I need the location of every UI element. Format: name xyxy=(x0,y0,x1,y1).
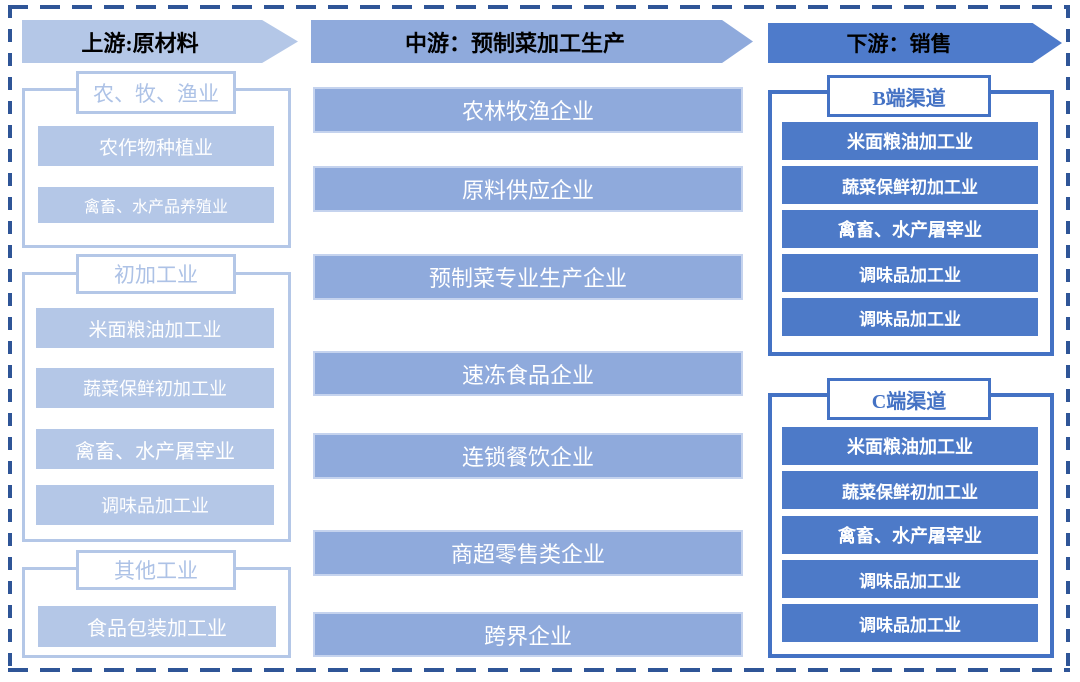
item-crossover-enterprise: 跨界企业 xyxy=(313,612,743,657)
b-channel-item-livestock-aquatic-slaughter: 禽畜、水产屠宰业 xyxy=(782,210,1038,248)
c-channel-item-vegetable-freshness: 蔬菜保鲜初加工业 xyxy=(782,471,1038,509)
b-channel-item-seasoning-processing: 调味品加工业 xyxy=(782,254,1038,292)
c-channel-item-seasoning-processing-2: 调味品加工业 xyxy=(782,604,1038,642)
item-label: 食品包装加工业 xyxy=(87,618,227,640)
item-label: 调味品加工业 xyxy=(859,309,961,329)
upstream-group-farming-label: 农、牧、渔业 xyxy=(76,71,236,114)
downstream-header-label: 下游：销售 xyxy=(846,32,952,56)
midstream-header-arrow: 中游：预制菜加工生产 xyxy=(311,20,753,63)
frame-top-border xyxy=(8,5,1070,9)
item-label: 调味品加工业 xyxy=(101,496,209,516)
item-frozen-food-enterprise: 速冻食品企业 xyxy=(313,351,743,396)
item-label: 商超零售类企业 xyxy=(450,542,605,567)
item-label: 原料供应企业 xyxy=(461,178,594,203)
item-label: 调味品加工业 xyxy=(859,615,961,635)
group-label-text: 其他工业 xyxy=(114,559,198,583)
item-label: 蔬菜保鲜初加工业 xyxy=(83,379,227,399)
item-label: 米面粮油加工业 xyxy=(88,319,222,341)
group-label-text: B端渠道 xyxy=(872,87,946,110)
item-label: 禽畜、水产屠宰业 xyxy=(838,526,982,546)
group-label-text: 农、牧、渔业 xyxy=(93,81,219,106)
upstream-header-arrow: 上游:原材料 xyxy=(22,20,298,63)
item-chain-catering-enterprise: 连锁餐饮企业 xyxy=(313,433,743,479)
upstream-group-other-industry-label: 其他工业 xyxy=(76,550,236,590)
item-label: 连锁餐饮企业 xyxy=(461,445,594,470)
item-label: 蔬菜保鲜初加工业 xyxy=(842,177,978,197)
item-label: 农作物种植业 xyxy=(98,137,213,159)
item-label: 蔬菜保鲜初加工业 xyxy=(842,482,978,502)
group-label-text: C端渠道 xyxy=(871,390,947,413)
item-agri-forestry-husbandry-fishery-enterprise: 农林牧渔企业 xyxy=(313,87,743,133)
item-seasoning-processing: 调味品加工业 xyxy=(36,485,274,525)
item-prepared-dish-specialist-enterprise: 预制菜专业生产企业 xyxy=(313,254,743,300)
item-label: 禽畜、水产屠宰业 xyxy=(75,440,235,463)
frame-right-border xyxy=(1066,5,1070,672)
item-label: 调味品加工业 xyxy=(859,571,961,591)
upstream-header-label: 上游:原材料 xyxy=(81,30,199,56)
midstream-header-label: 中游：预制菜加工生产 xyxy=(404,30,625,56)
downstream-header-arrow: 下游：销售 xyxy=(768,23,1062,63)
b-channel-item-vegetable-freshness: 蔬菜保鲜初加工业 xyxy=(782,166,1038,204)
b-channel-item-seasoning-processing-2: 调味品加工业 xyxy=(782,298,1038,336)
item-vegetable-freshness-processing: 蔬菜保鲜初加工业 xyxy=(36,368,274,408)
item-food-packaging-processing: 食品包装加工业 xyxy=(38,606,276,647)
item-label: 米面粮油加工业 xyxy=(847,132,973,152)
item-label: 跨界企业 xyxy=(483,623,572,649)
downstream-group-c-channel-label: C端渠道 xyxy=(827,378,991,420)
item-label: 禽畜、水产品养殖业 xyxy=(83,199,228,216)
b-channel-item-rice-flour-grain-oil: 米面粮油加工业 xyxy=(782,122,1038,160)
c-channel-item-livestock-aquatic-slaughter: 禽畜、水产屠宰业 xyxy=(782,516,1038,554)
item-crop-planting: 农作物种植业 xyxy=(38,126,274,166)
item-label: 调味品加工业 xyxy=(859,265,961,285)
item-label: 速冻食品企业 xyxy=(461,362,594,388)
group-label-text: 初加工业 xyxy=(114,263,198,287)
c-channel-item-seasoning-processing: 调味品加工业 xyxy=(782,560,1038,598)
item-label: 禽畜、水产屠宰业 xyxy=(838,220,982,240)
item-label: 预制菜专业生产企业 xyxy=(428,266,627,291)
frame-bottom-border xyxy=(8,668,1070,672)
downstream-group-b-channel-label: B端渠道 xyxy=(827,75,991,117)
item-raw-material-supplier-enterprise: 原料供应企业 xyxy=(313,166,743,212)
item-livestock-aquatic-slaughter: 禽畜、水产屠宰业 xyxy=(36,429,274,469)
item-supermarket-retail-enterprise: 商超零售类企业 xyxy=(313,530,743,576)
frame-left-border xyxy=(8,5,12,672)
c-channel-item-rice-flour-grain-oil: 米面粮油加工业 xyxy=(782,427,1038,465)
item-label: 米面粮油加工业 xyxy=(847,437,973,457)
upstream-group-primary-processing-label: 初加工业 xyxy=(76,254,236,294)
item-livestock-aquatic-breeding: 禽畜、水产品养殖业 xyxy=(38,187,274,223)
item-rice-flour-grain-oil: 米面粮油加工业 xyxy=(36,308,274,348)
item-label: 农林牧渔企业 xyxy=(461,99,594,124)
